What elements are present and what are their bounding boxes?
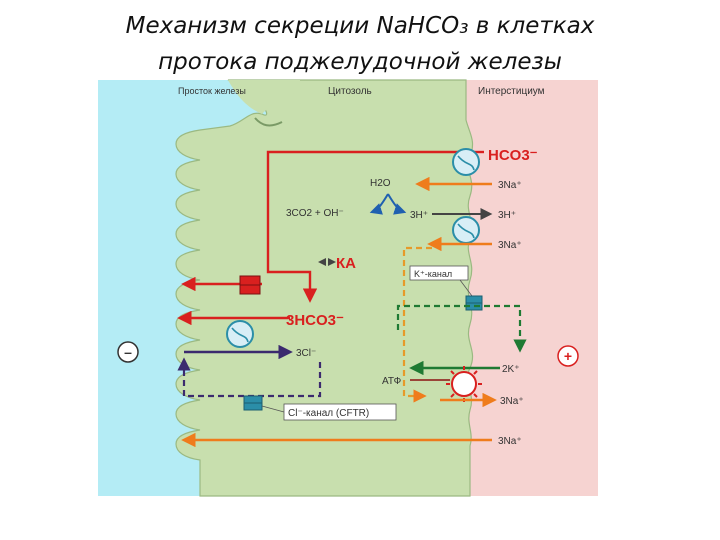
k-channel-pointer [459, 279, 473, 297]
k-pump-label: 2K⁺ [502, 364, 520, 375]
na-bottom-label: 3Na⁺ [498, 436, 522, 447]
ka-arrow-left [318, 258, 326, 266]
title-line-2: протока поджелудочной железы [158, 49, 562, 75]
minus-sign: – [117, 341, 139, 363]
plus-text: + [564, 348, 572, 364]
ka-arrow-right [328, 258, 336, 266]
cytosol-label: Цитозоль [328, 86, 372, 97]
lumen-label: Просток железы [178, 86, 246, 96]
na-mid-label: 3Na⁺ [498, 240, 522, 251]
na-top-label: 3Na⁺ [498, 180, 522, 191]
cftr-box [283, 403, 397, 421]
na-k-pump [446, 366, 482, 402]
cftr-pointer [261, 405, 285, 413]
cftr-label: Cl⁻-канал (CFTR) [288, 408, 369, 419]
cell-upper-part [228, 80, 300, 114]
k-channel-box [409, 265, 469, 281]
atp-label: АТФ [382, 376, 402, 387]
h-right-label: 3H⁺ [498, 210, 516, 221]
cl-label: 3Cl⁻ [296, 348, 316, 359]
na-dashed-path-2 [402, 300, 427, 403]
k-dashed-loop [396, 304, 527, 353]
reaction-arrow-right [387, 193, 407, 215]
exchanger-right-detail [457, 155, 475, 171]
reaction-arrow-left [369, 193, 389, 215]
ka-label: КА [336, 255, 356, 272]
tight-junction [254, 117, 283, 127]
cell-cytosol [175, 79, 474, 497]
plus-sign: + [557, 345, 579, 367]
h-left-label: 3H⁺ [410, 210, 428, 221]
co2-oh-label: 3CO2 + OH⁻ [286, 208, 344, 219]
na-h-exchanger-detail [457, 223, 475, 239]
na-dashed-path [402, 246, 432, 300]
interstitium-label: Интерстициум [478, 86, 545, 97]
na-pump-label: 3Na⁺ [500, 396, 524, 407]
hco3-right-label: HCO3⁻ [488, 147, 538, 164]
k-channel-label: K⁺-канал [414, 269, 452, 279]
hco3-red-path [266, 150, 462, 303]
h2o-label: H2O [370, 178, 391, 189]
minus-text: – [124, 344, 132, 360]
hco3-left-label: 3HCO3⁻ [286, 312, 344, 329]
slide-title: Механизм секреции NaHCO₃ в клетках прото… [0, 6, 720, 82]
exchanger-left-detail [231, 327, 249, 343]
title-line-1: Механизм секреции NaHCO₃ в клетках [125, 13, 595, 39]
